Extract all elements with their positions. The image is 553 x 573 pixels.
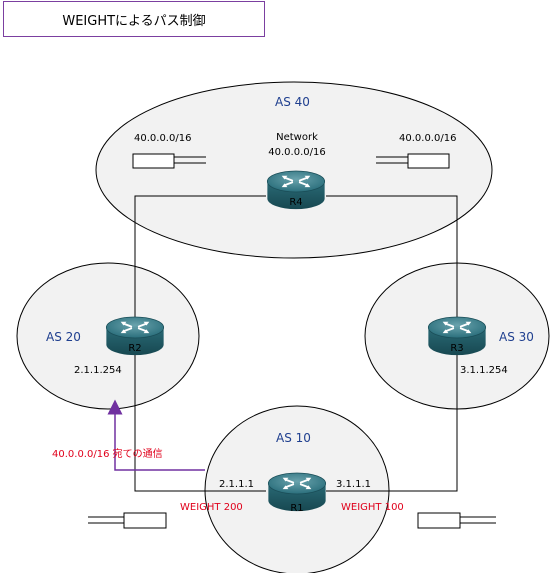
links <box>134 195 458 492</box>
host-icon-as10-left <box>88 512 167 529</box>
ip-r2: 2.1.1.254 <box>74 365 122 376</box>
ip-r1-right: 3.1.1.1 <box>336 479 371 490</box>
host-icon-as10-right <box>417 512 496 529</box>
router-r2-label: R2 <box>128 343 141 354</box>
as10-label: AS 10 <box>276 431 311 445</box>
prefix-right-label: 40.0.0.0/16 <box>399 133 456 144</box>
router-r3-label: R3 <box>450 343 463 354</box>
ip-r3: 3.1.1.254 <box>460 365 508 376</box>
title-box: WEIGHTによるパス制御 <box>3 1 265 37</box>
ip-r1-left: 2.1.1.1 <box>219 479 254 490</box>
weight-left-label: WEIGHT 200 <box>180 502 243 513</box>
host-icon-as40-right <box>376 153 450 169</box>
as40-cloud <box>95 81 493 259</box>
as20-label: AS 20 <box>46 330 81 344</box>
traffic-label: 40.0.0.0/16 宛ての通信 <box>52 447 163 460</box>
network-label: Network <box>276 132 318 143</box>
router-r4-label: R4 <box>289 197 302 208</box>
host-icon-as40-left <box>132 153 206 169</box>
router-r1-label: R1 <box>290 503 303 514</box>
as40-label: AS 40 <box>275 95 310 109</box>
link-r4-r3 <box>326 195 458 318</box>
prefix-left-label: 40.0.0.0/16 <box>134 133 191 144</box>
diagram-title: WEIGHTによるパス制御 <box>62 13 206 29</box>
weight-right-label: WEIGHT 100 <box>341 502 404 513</box>
link-r3-r1 <box>326 350 458 492</box>
network-address: 40.0.0.0/16 <box>268 147 325 158</box>
link-r2-r1 <box>134 350 266 492</box>
link-r4-r2 <box>134 195 266 318</box>
traffic-arrow <box>107 399 205 471</box>
as30-label: AS 30 <box>499 330 534 344</box>
